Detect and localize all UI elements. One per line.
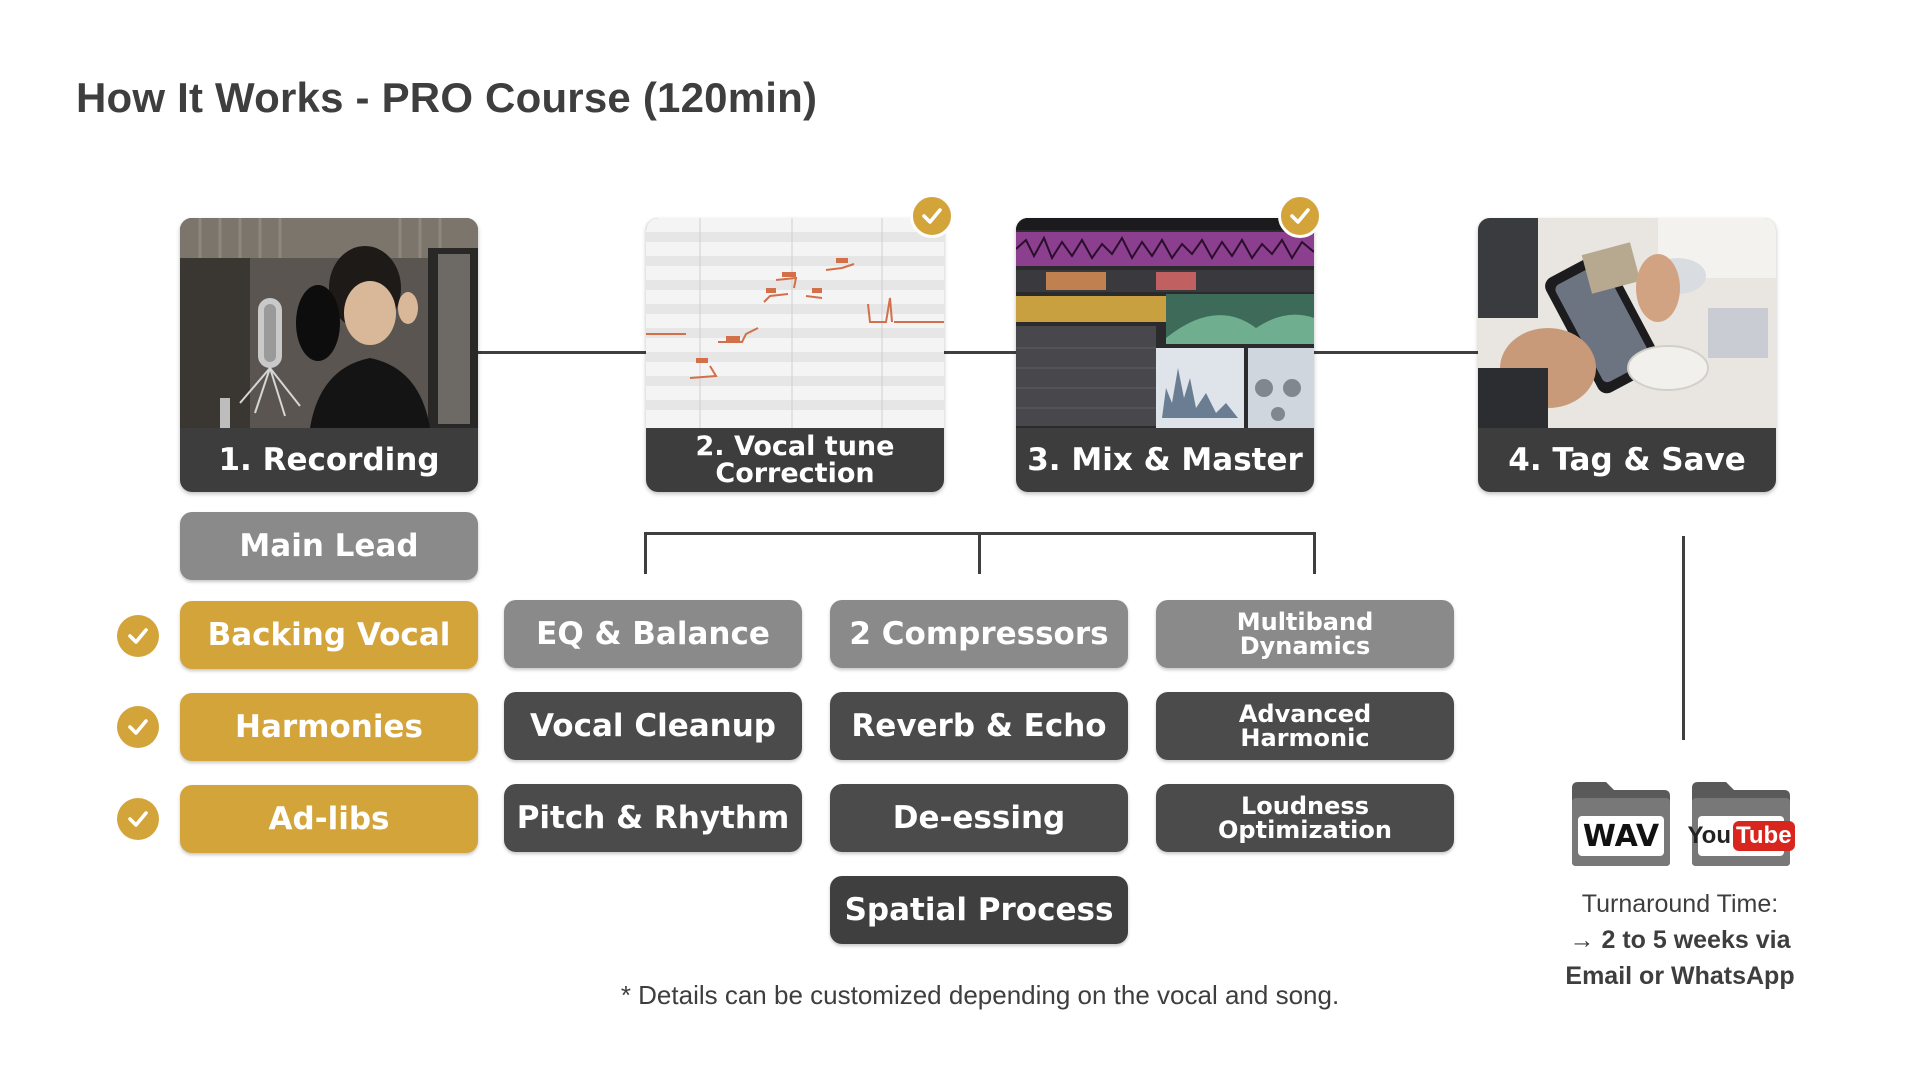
check-circle-icon xyxy=(1278,194,1322,238)
step-label-vocal-tune-line1: 2. Vocal tune xyxy=(695,431,895,462)
step-label-vocal-tune: 2. Vocal tune Correction xyxy=(646,428,944,492)
feature-spatial-process[interactable]: Spatial Process xyxy=(830,876,1128,944)
youtube-you-text: You xyxy=(1687,822,1731,849)
feature-pitch-rhythm[interactable]: Pitch & Rhythm xyxy=(504,784,802,852)
step-card-recording[interactable]: 1. Recording xyxy=(180,218,478,492)
turnaround-channels: Email or WhatsApp xyxy=(1565,962,1795,990)
tag-save-connector xyxy=(1682,536,1685,740)
feature-vocal-cleanup[interactable]: Vocal Cleanup xyxy=(504,692,802,760)
pitch-editor-screenshot xyxy=(646,218,944,428)
feature-multiband-dynamics[interactable]: Multiband Dynamics xyxy=(1156,600,1454,668)
arrow-right-icon: → xyxy=(1569,926,1595,954)
feature-loudness-line2: Optimization xyxy=(1218,816,1392,844)
check-circle-icon xyxy=(117,615,159,657)
step-card-mix-master[interactable]: 3. Mix & Master xyxy=(1016,218,1314,492)
check-circle-icon xyxy=(117,706,159,748)
feature-advanced-line1: Advanced xyxy=(1238,700,1372,728)
youtube-tube-text: Tube xyxy=(1733,821,1795,851)
option-backing-vocal[interactable]: Backing Vocal xyxy=(180,601,478,669)
turnaround-info: Turnaround Time: → 2 to 5 weeks via Emai… xyxy=(1530,886,1830,994)
check-circle-icon xyxy=(117,798,159,840)
youtube-folder-icon[interactable]: You Tube xyxy=(1687,780,1795,868)
option-harmonies[interactable]: Harmonies xyxy=(180,693,478,761)
feature-2-compressors[interactable]: 2 Compressors xyxy=(830,600,1128,668)
step-label-recording: 1. Recording xyxy=(218,442,440,478)
feature-loudness-line1: Loudness xyxy=(1241,792,1369,820)
wav-label: WAV xyxy=(1582,818,1660,854)
recording-photo xyxy=(180,218,478,428)
footer-note: * Details can be customized depending on… xyxy=(620,980,1340,1010)
feature-multiband-line2: Dynamics xyxy=(1239,632,1371,660)
option-main-lead[interactable]: Main Lead xyxy=(180,512,478,580)
turnaround-duration-text: 2 to 5 weeks via xyxy=(1601,926,1791,954)
step-label-mix-master: 3. Mix & Master xyxy=(1027,442,1303,478)
youtube-logo: You Tube xyxy=(1687,816,1795,856)
connector-line-3-4 xyxy=(1314,351,1478,354)
phone-photo xyxy=(1478,218,1776,428)
option-ad-libs[interactable]: Ad-libs xyxy=(180,785,478,853)
feature-advanced-line2: Harmonic xyxy=(1240,724,1370,752)
feature-loudness-optimization[interactable]: Loudness Optimization xyxy=(1156,784,1454,852)
bracket-middle-leg xyxy=(978,532,981,574)
feature-reverb-echo[interactable]: Reverb & Echo xyxy=(830,692,1128,760)
step-card-vocal-tune[interactable]: 2. Vocal tune Correction xyxy=(646,218,944,492)
connector-line-1-2 xyxy=(478,351,646,354)
step-label-tag-save: 4. Tag & Save xyxy=(1508,442,1746,478)
bracket-left-leg xyxy=(644,532,647,574)
step-label-vocal-tune-line2: Correction xyxy=(715,458,875,489)
check-circle-icon xyxy=(910,194,954,238)
feature-advanced-harmonic[interactable]: Advanced Harmonic xyxy=(1156,692,1454,760)
connector-line-2-3 xyxy=(944,351,1016,354)
turnaround-heading: Turnaround Time: xyxy=(1581,890,1779,918)
turnaround-duration: → 2 to 5 weeks via xyxy=(1530,922,1830,958)
step-card-tag-save[interactable]: 4. Tag & Save xyxy=(1478,218,1776,492)
bracket-right-leg xyxy=(1313,532,1316,574)
daw-screenshot xyxy=(1016,218,1314,428)
feature-eq-balance[interactable]: EQ & Balance xyxy=(504,600,802,668)
wav-folder-icon[interactable]: WAV xyxy=(1570,780,1672,868)
feature-multiband-line1: Multiband xyxy=(1236,608,1374,636)
page-title: How It Works - PRO Course (120min) xyxy=(76,74,818,121)
feature-de-essing[interactable]: De-essing xyxy=(830,784,1128,852)
